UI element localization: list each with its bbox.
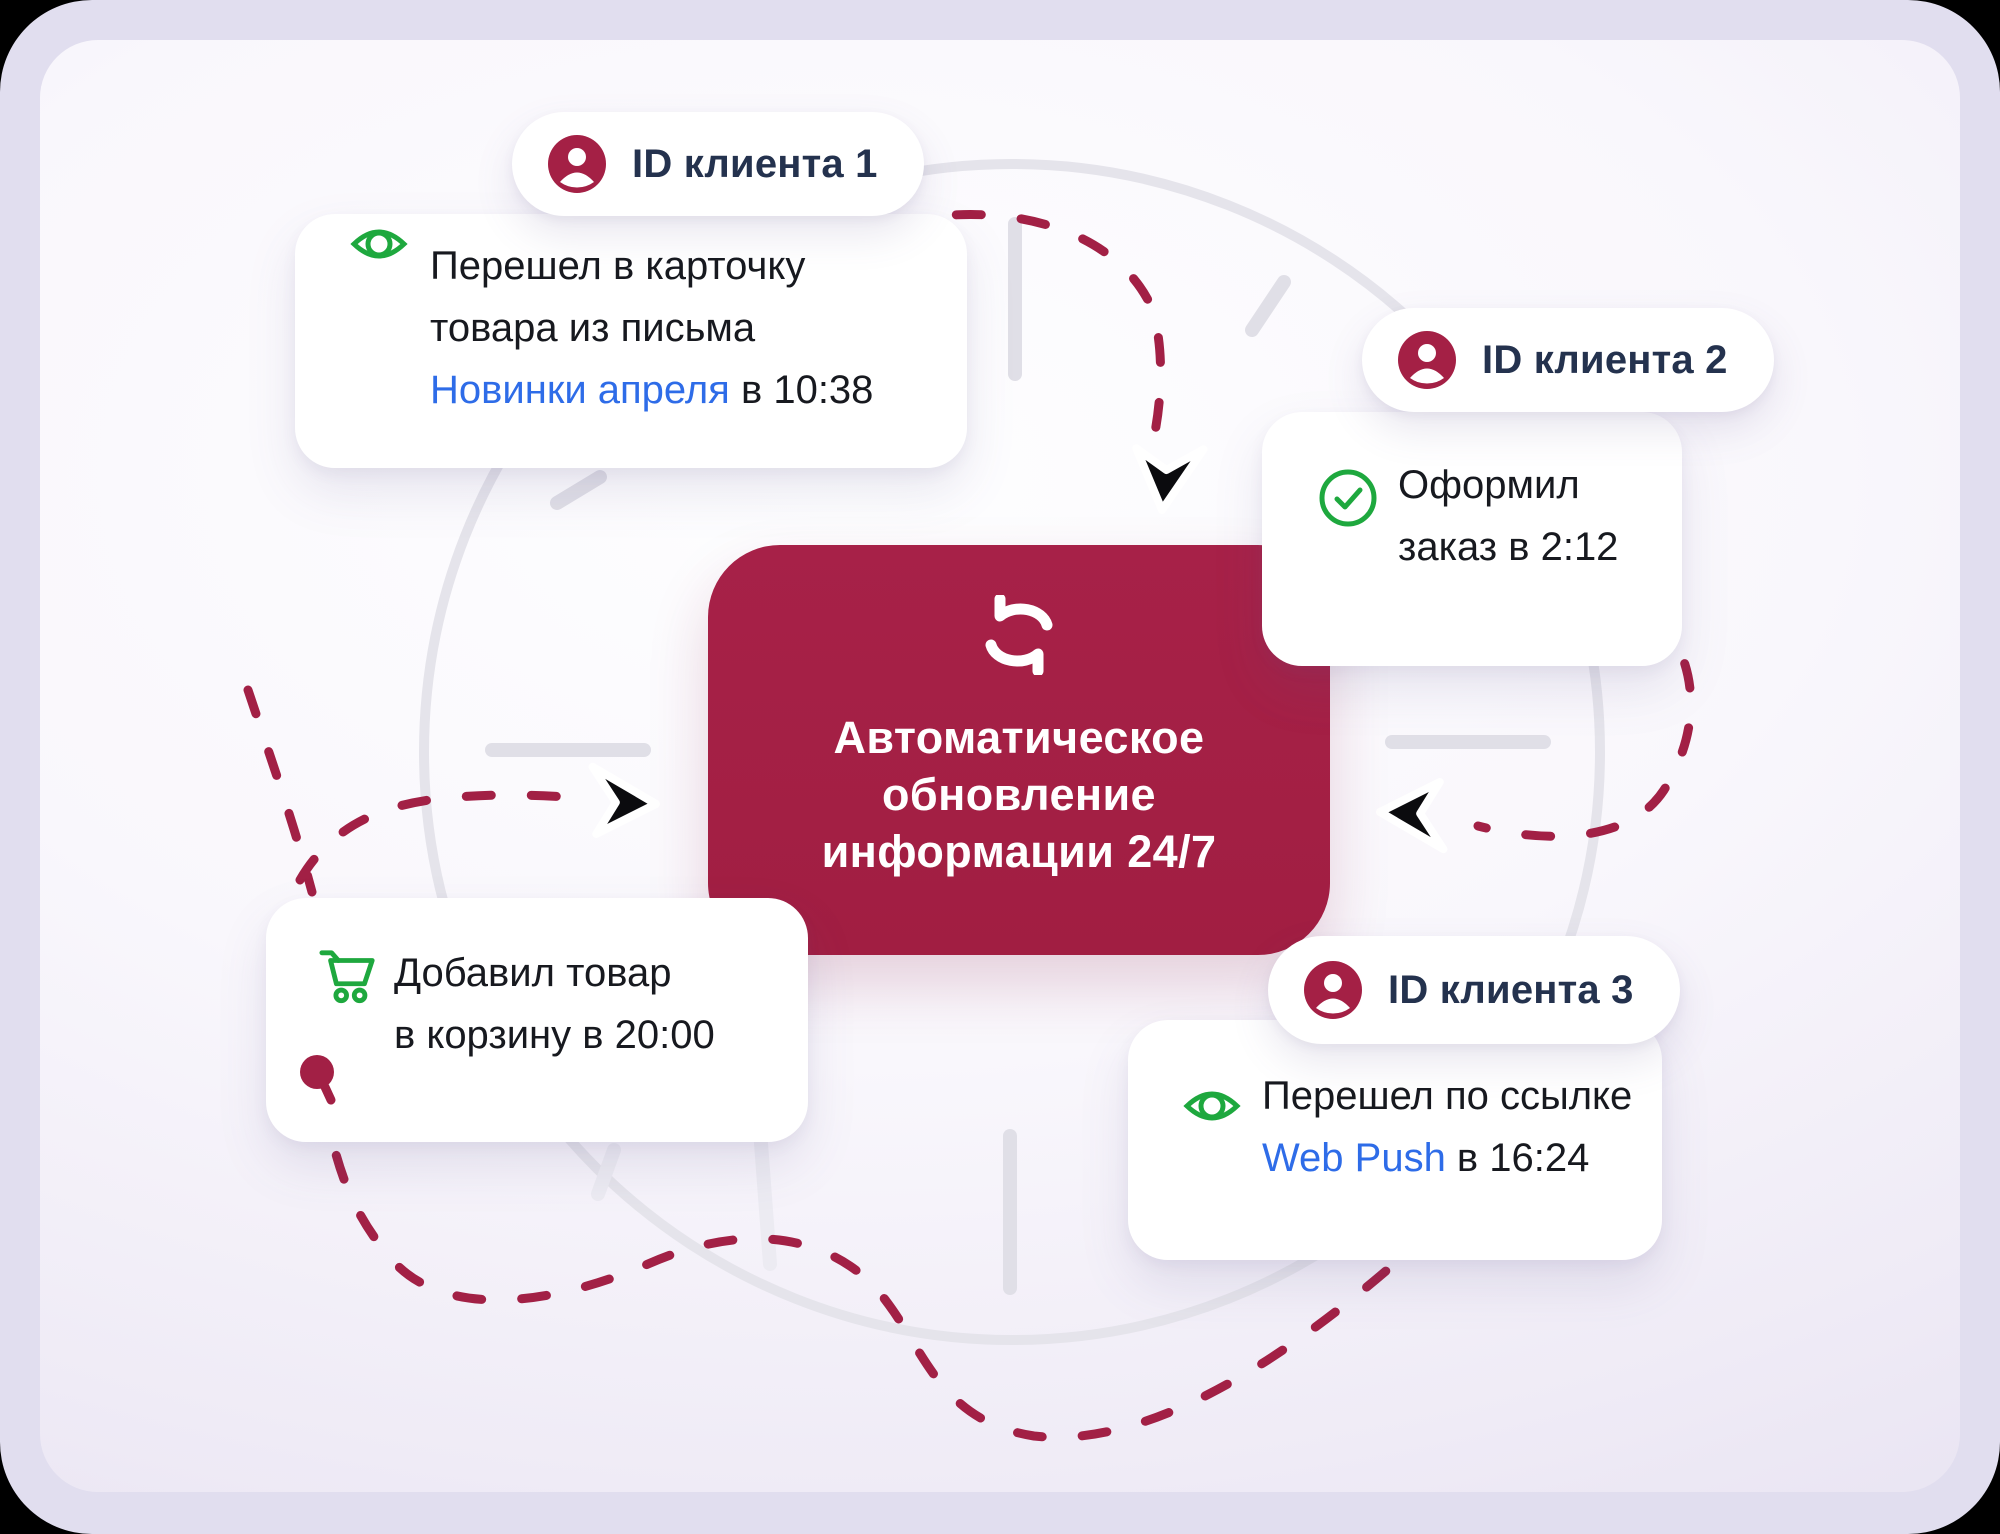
user-avatar-icon <box>548 135 606 193</box>
user-avatar-icon <box>1304 961 1362 1019</box>
card-cart-event: Добавил товар в корзину в 20:00 <box>266 898 808 1142</box>
center-box: Автоматическое обновление информации 24/… <box>708 545 1330 955</box>
dashed-path-left <box>295 790 597 885</box>
card3-line1: Перешел по ссылке <box>1262 1074 1633 1118</box>
card-client3-event: Перешел по ссылке Web Push в 16:24 <box>1128 1020 1662 1260</box>
badge-label: ID клиента 2 <box>1482 337 1728 382</box>
dial-ring <box>419 159 1605 1345</box>
card3-line2: Web Push в 16:24 <box>1262 1127 1632 1189</box>
badge-client-1: ID клиента 1 <box>512 112 924 216</box>
dashed-path-right <box>1473 603 1696 841</box>
dashed-path-bottom <box>317 1087 1415 1442</box>
dashed-path-left-upper <box>243 685 317 897</box>
check-circle-icon <box>1319 469 1377 527</box>
card1-line3-time: в 10:38 <box>729 368 874 412</box>
dial-hands <box>591 1123 777 1271</box>
sync-icon <box>985 595 1053 675</box>
card-client1-event: Перешел в карточку товара из письма Нови… <box>295 214 967 468</box>
center-box-title-line-3: информации 24/7 <box>821 826 1217 877</box>
card4-line2: в корзину в 20:00 <box>394 1013 715 1057</box>
center-box-title-line-1: Автоматическое <box>833 712 1205 763</box>
card4-line1: Добавил товар <box>394 951 672 995</box>
card-client2-event: Оформил заказ в 2:12 <box>1262 412 1682 666</box>
eye-icon <box>1183 1091 1241 1121</box>
newsletter-link: Новинки апреля <box>430 368 730 412</box>
card1-line1: Перешел в карточку <box>430 244 806 288</box>
cursor-arrow-icon-down <box>1132 444 1208 514</box>
dashed-path-top <box>887 210 1166 451</box>
center-box-title-line-2: обновление <box>882 769 1156 820</box>
card2-line2: заказ в 2:12 <box>1398 525 1619 569</box>
web-push-link: Web Push <box>1262 1136 1446 1180</box>
eye-icon <box>350 229 408 259</box>
card2-line1: Оформил <box>1398 463 1580 507</box>
card1-line2: товара из письма <box>430 306 756 350</box>
cart-icon <box>319 950 375 1004</box>
badge-client-3: ID клиента 3 <box>1268 936 1680 1044</box>
cursor-arrow-icon-right <box>588 762 660 838</box>
user-avatar-icon <box>1398 331 1456 389</box>
card1-line3: Новинки апреля в 10:38 <box>430 359 873 421</box>
card3-line2-time: в 16:24 <box>1445 1136 1590 1180</box>
badge-label: ID клиента 3 <box>1388 967 1634 1012</box>
cursor-arrow-icon-left <box>1376 778 1448 854</box>
dial-ticks <box>485 217 1551 1295</box>
badge-label: ID клиента 1 <box>632 141 878 186</box>
badge-client-2: ID клиента 2 <box>1362 308 1774 412</box>
